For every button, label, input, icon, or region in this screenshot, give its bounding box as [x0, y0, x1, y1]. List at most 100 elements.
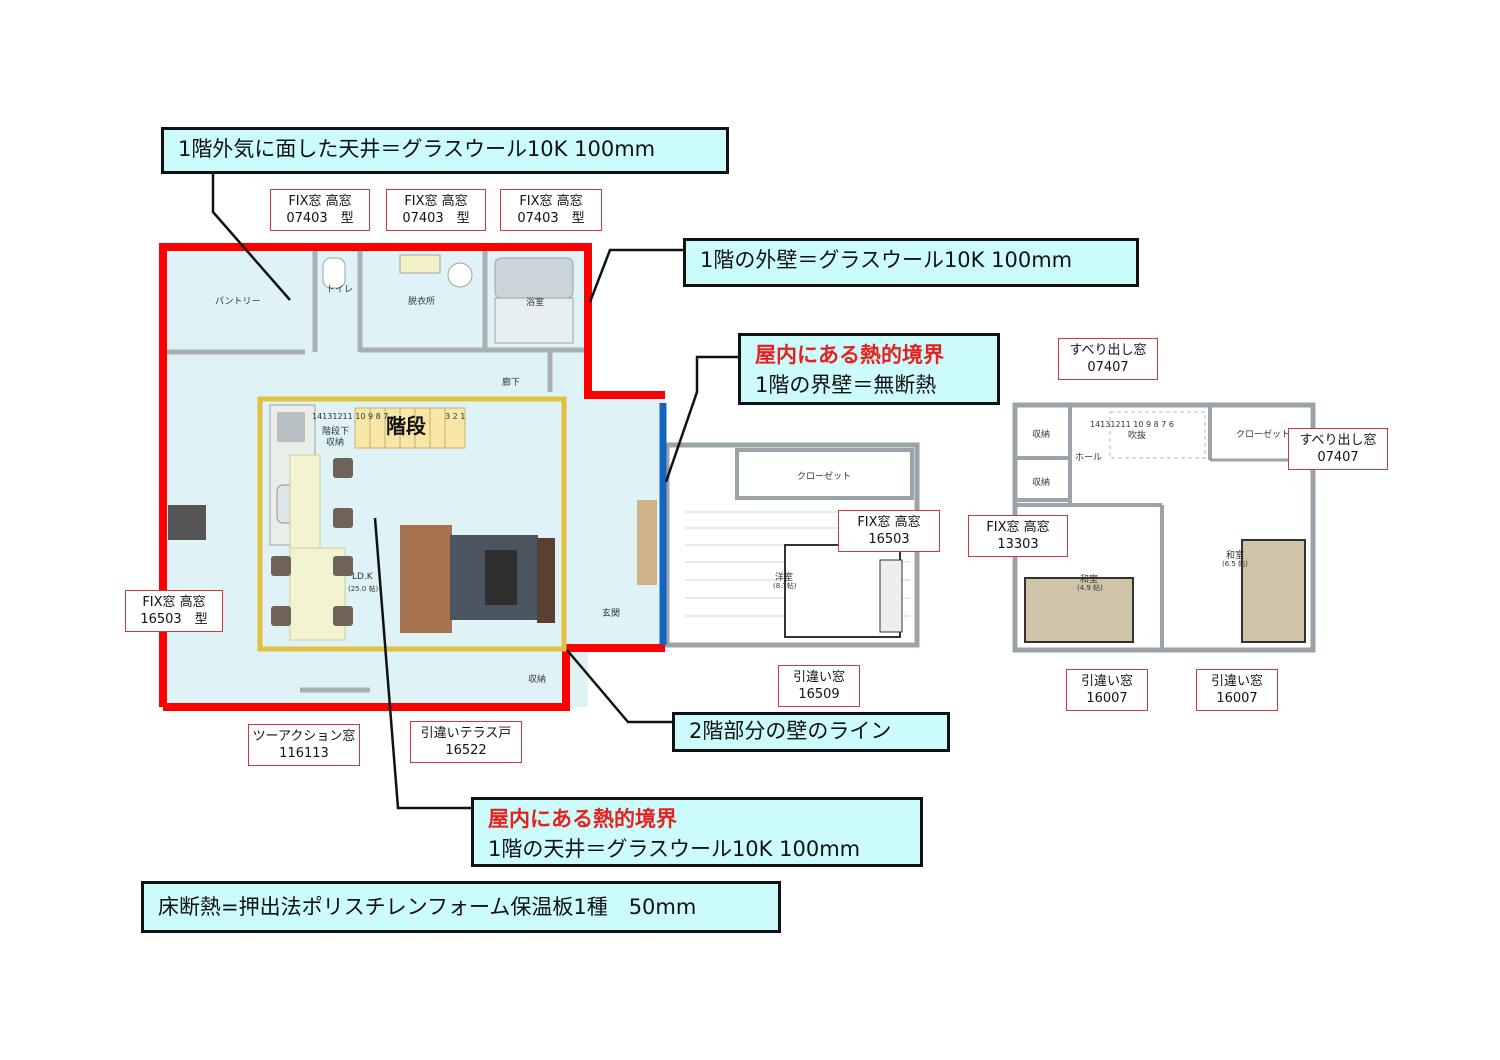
room-label-dressing: 脱衣所 [408, 297, 436, 307]
leader-lines [211, 172, 740, 810]
callout-partition-wall: 屋内にある熱的境界 1階の界壁＝無断熱 [738, 333, 1000, 405]
window-tag-fix-top-2: FIX窓 高窓 07403 型 [386, 189, 486, 231]
window-tag-slide-2f-west: 引違い窓 16509 [778, 665, 860, 707]
window-tag-suberi-right: すべり出し窓 07407 [1288, 428, 1388, 470]
room-label-storage-east-2: 収納 [1032, 478, 1051, 488]
window-tag-suberi-top: すべり出し窓 07407 [1058, 338, 1158, 380]
room-label-washitsu-1-size: (4.9 帖) [1077, 584, 1103, 592]
room-label-washitsu-1: 和室 [1080, 575, 1099, 585]
window-tag-code: 16007 [1216, 691, 1258, 706]
window-tag-type: FIX窓 高窓 [142, 595, 206, 610]
room-label-under-stairs-storage: 収納 [326, 438, 345, 448]
window-tag-code: 16522 [445, 743, 487, 758]
callout-ceiling-exterior: 1階外気に面した天井＝グラスウール10K 100mm [161, 127, 729, 174]
exterior-insulation-line [159, 243, 665, 711]
window-tag-slide-2f-east-2: 引違い窓 16007 [1196, 669, 1278, 711]
window-tag-code: 07403 型 [402, 211, 470, 226]
callout-ceiling-exterior-text: 1階外気に面した天井＝グラスウール10K 100mm [178, 137, 656, 161]
bath-floor [494, 297, 574, 344]
callout-ceiling-body: 1階の天井＝グラスウール10K 100mm [488, 837, 861, 861]
room-label-under-stairs: 階段下 [322, 427, 350, 437]
room-label-storage-east-1: 収納 [1032, 430, 1051, 440]
closet-west [735, 448, 914, 500]
window-tag-slide-2f-east-1: 引違い窓 16007 [1066, 669, 1148, 711]
dining-chairs [271, 458, 353, 626]
window-tag-type: すべり出し窓 [1299, 433, 1377, 448]
window-tag-fix-top-3: FIX窓 高窓 07403 型 [500, 189, 602, 231]
window-tag-type: 引違い窓 [1210, 674, 1263, 689]
window-tag-type: FIX窓 高窓 [857, 515, 921, 530]
callout-floor-insulation: 床断熱=押出法ポリスチレンフォーム保温板1種 50mm [141, 881, 781, 933]
room-label-fukinuke: 吹抜 [1128, 431, 1147, 441]
window-tag-code: 16503 [868, 532, 910, 547]
callout-ceiling-title: 屋内にある熱的境界 [488, 807, 677, 831]
tatami-room-2 [1241, 539, 1306, 643]
window-tag-two-action: ツーアクション窓 116113 [248, 724, 360, 766]
window-tag-type: FIX窓 高窓 [519, 194, 583, 209]
callout-partition-body: 1階の界壁＝無断熱 [755, 373, 937, 397]
window-tag-code: 16503 型 [140, 612, 208, 627]
room-label-corridor: 廊下 [502, 378, 521, 388]
callout-ceiling-interior: 屋内にある熱的境界 1階の天井＝グラスウール10K 100mm [471, 797, 923, 867]
tv-board [537, 538, 555, 623]
window-tag-type: ツーアクション窓 [252, 729, 356, 744]
window-tag-code: 116113 [279, 746, 329, 761]
stair-run [354, 407, 466, 449]
stair-step-numbers-east: 14131211 10 9 8 7 6 [1090, 420, 1174, 429]
sofa [400, 525, 452, 633]
room-label-ldk: LD.K [352, 572, 373, 582]
callout-floor-text: 床断熱=押出法ポリスチレンフォーム保温板1種 50mm [158, 895, 697, 919]
window-tag-code: 16509 [798, 687, 840, 702]
washbasin [399, 254, 441, 274]
stair-step-numbers: 14131211 10 9 8 7 [312, 412, 389, 421]
window-tag-code: 07403 型 [517, 211, 585, 226]
window-tag-fix-2f-east: FIX窓 高窓 13303 [968, 515, 1068, 557]
room-label-stairs: 階段 [386, 414, 426, 438]
window-tag-type: FIX窓 高窓 [288, 194, 352, 209]
room-label-entrance: 玄関 [602, 609, 621, 619]
window-tag-type: FIX窓 高窓 [404, 194, 468, 209]
coffee-table [485, 550, 517, 605]
room-label-pantry: パントリー [215, 297, 261, 307]
kitchen-stove [277, 412, 305, 442]
room-label-closet-east: クローゼット [1236, 430, 1291, 440]
callout-upper-wall-line: 2階部分の壁のライン [672, 712, 950, 752]
bed-side-west [879, 559, 903, 633]
callout-partition-title: 屋内にある熱的境界 [755, 343, 944, 367]
fukinuke-area [1109, 411, 1206, 459]
room-label-washitsu-2: 和室 [1226, 551, 1245, 561]
entrance-bench [637, 500, 657, 585]
callout-upper-wall-line-text: 2階部分の壁のライン [689, 719, 892, 743]
callout-exterior-wall-text: 1階の外壁＝グラスウール10K 100mm [700, 248, 1073, 272]
room-label-ldk-size: (25.0 帖) [348, 585, 379, 593]
room-label-hall: ホール [1075, 453, 1103, 463]
window-tag-fix-2f-west: FIX窓 高窓 16503 [838, 510, 940, 552]
room-label-western-size: (8.7帖) [773, 582, 797, 590]
room-label-western: 洋室 [775, 573, 794, 583]
toilet-fixture [322, 257, 346, 289]
window-tag-terrace: 引違いテラス戸 16522 [410, 721, 522, 763]
room-label-washitsu-2-size: (6.5 帖) [1222, 560, 1248, 568]
callout-exterior-wall: 1階の外壁＝グラスウール10K 100mm [683, 238, 1139, 287]
stair-treads [369, 408, 446, 448]
window-tag-type: 引違い窓 [792, 670, 845, 685]
room-label-toilet: トイレ [326, 285, 354, 295]
upper-floor-wall-line [257, 396, 567, 652]
window-tag-code: 07407 [1087, 360, 1129, 375]
window-tag-type: 引違い窓 [1080, 674, 1133, 689]
room-label-entrance-storage: 収納 [528, 675, 547, 685]
window-tag-code: 13303 [997, 537, 1039, 552]
window-tag-code: 07407 [1317, 450, 1359, 465]
window-tag-type: 引違いテラス戸 [420, 726, 512, 741]
window-frame-west [168, 505, 206, 540]
room-label-closet-west: クローゼット [797, 472, 852, 482]
window-tag-type: FIX窓 高窓 [986, 520, 1050, 535]
window-tag-code: 16007 [1086, 691, 1128, 706]
stair-step-numbers-2: 3 2 1 [445, 412, 466, 421]
window-tag-code: 07403 型 [286, 211, 354, 226]
window-tag-fix-left: FIX窓 高窓 16503 型 [125, 590, 223, 632]
window-tag-type: すべり出し窓 [1069, 343, 1147, 358]
window-tag-fix-top-1: FIX窓 高窓 07403 型 [270, 189, 370, 231]
tatami-room-1 [1024, 577, 1134, 643]
washbasin-bowl [447, 262, 473, 288]
